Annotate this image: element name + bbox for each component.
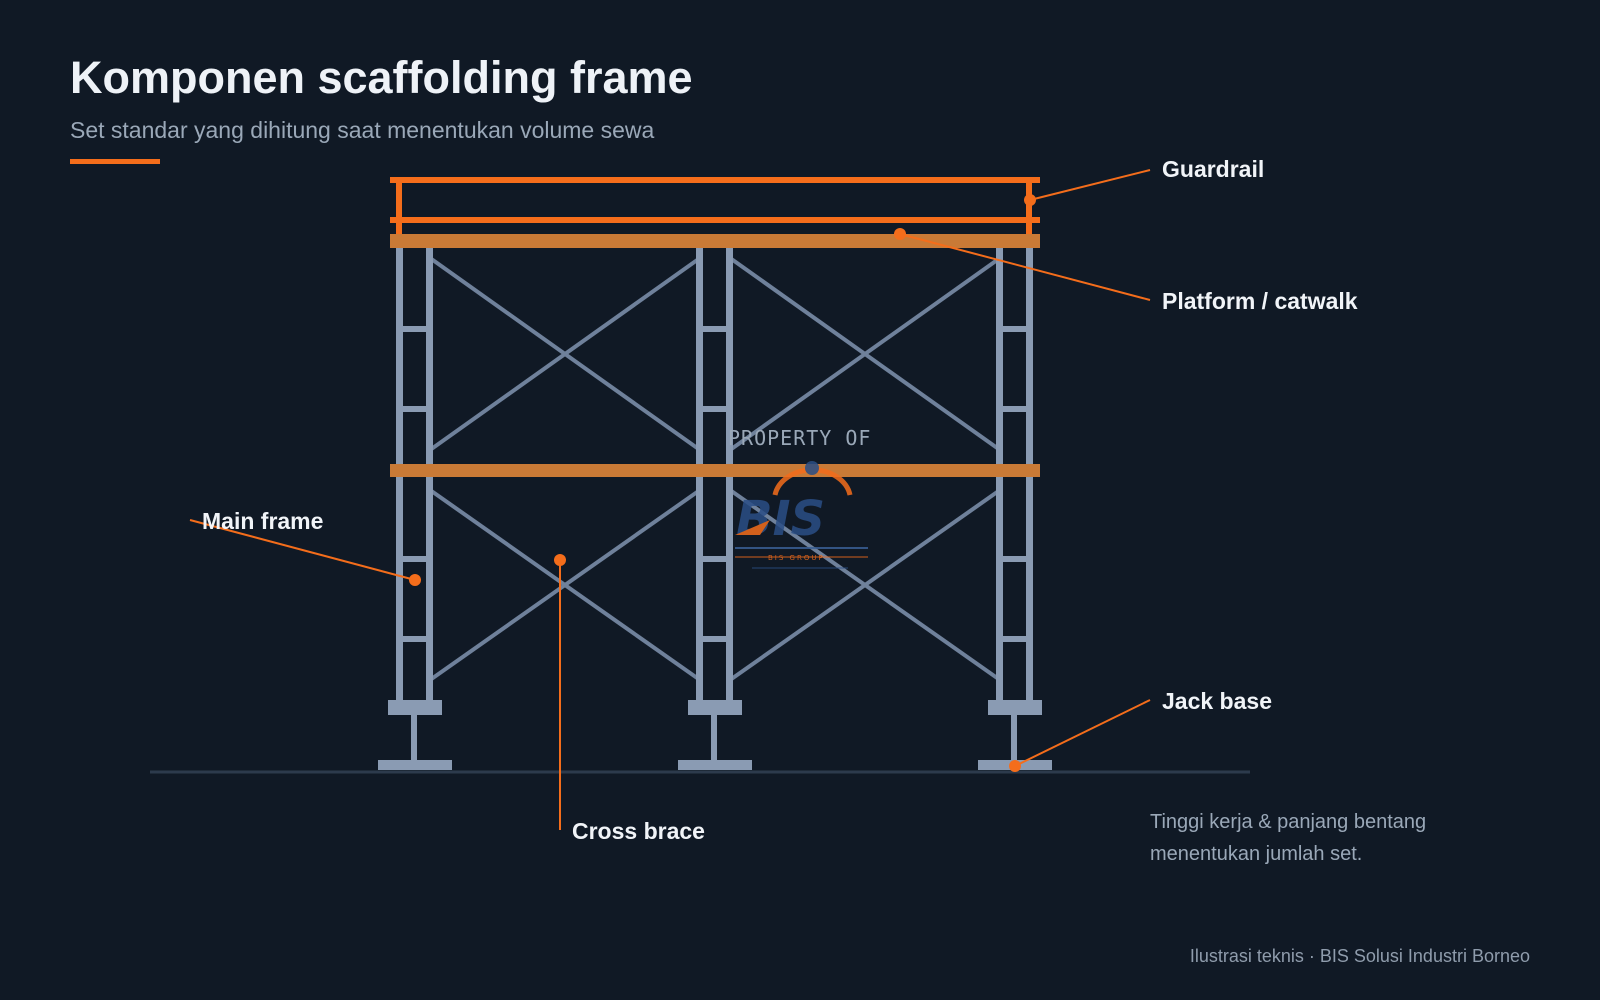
svg-text:BIS: BIS [736, 491, 825, 547]
cross-brace [428, 256, 702, 452]
platform-leader [899, 233, 1151, 301]
cross-brace-dot [554, 554, 566, 566]
jack-base-right [978, 700, 1052, 770]
cross-brace [428, 488, 702, 682]
callout-lines [189, 169, 1151, 830]
platform-label: Platform / catwalk [1162, 288, 1358, 314]
main-frame-leader [189, 519, 416, 581]
platform-middle [390, 464, 1040, 477]
cross-brace [728, 488, 1002, 682]
jack-base-middle [678, 700, 752, 770]
guardrail-label: Guardrail [1162, 156, 1265, 182]
title-accent-bar [70, 159, 160, 164]
main-frame-label: Main frame [202, 508, 324, 534]
jack-bases [378, 700, 1052, 770]
note-text: Tinggi kerja & panjang bentang menentuka… [1150, 811, 1427, 865]
cross-brace-label: Cross brace [572, 818, 705, 844]
credit-text: Ilustrasi teknis · BIS Solusi Industri B… [1189, 946, 1530, 966]
main-frame-dot [409, 574, 421, 586]
page-title: Komponen scaffolding frame [70, 52, 693, 103]
watermark-text: PROPERTY OF [728, 426, 872, 450]
cross-brace [728, 256, 1002, 452]
jack-base-leader [1014, 699, 1151, 767]
jack-base-left [378, 700, 452, 770]
guardrail-dot [1024, 194, 1036, 206]
watermark-logo: BIS BIS GROUP [735, 461, 868, 569]
page-subtitle: Set standar yang dihitung saat menentuka… [70, 117, 655, 143]
guardrail-leader [1029, 169, 1151, 201]
watermark-logo-subtext: BIS GROUP [768, 554, 825, 562]
jack-base-dot [1009, 760, 1021, 772]
platform-dot [894, 228, 906, 240]
cross-braces [428, 256, 1002, 682]
callout-dots [409, 194, 1036, 772]
jack-base-label: Jack base [1162, 688, 1272, 714]
guardrail [390, 177, 1040, 234]
platform-top [390, 234, 1040, 248]
